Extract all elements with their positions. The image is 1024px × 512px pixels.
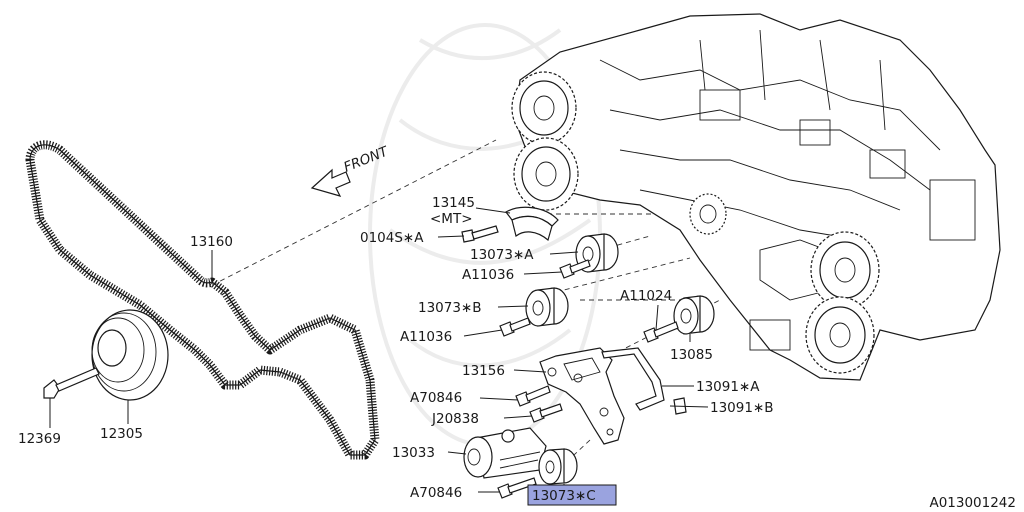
label-a11036-top[interactable]: A11036 <box>462 267 514 283</box>
label-13073-b[interactable]: 13073∗B <box>418 300 482 316</box>
label-0104s-a[interactable]: 0104S∗A <box>360 230 424 246</box>
label-13160[interactable]: 13160 <box>190 234 233 250</box>
label-13091-a[interactable]: 13091∗A <box>696 379 760 395</box>
label-j20838[interactable]: J20838 <box>431 411 479 427</box>
label-mt-note: <MT> <box>430 211 473 227</box>
label-13085[interactable]: 13085 <box>670 347 713 363</box>
idler-13073-b[interactable] <box>525 287 569 327</box>
bolt-a11036-top[interactable] <box>559 259 591 279</box>
cam-sprocket-lower <box>513 137 579 211</box>
label-13145[interactable]: 13145 <box>432 195 475 211</box>
label-13156[interactable]: 13156 <box>462 363 505 379</box>
belt-cover-13145[interactable] <box>505 206 559 242</box>
label-12369[interactable]: 12369 <box>18 431 61 447</box>
part-labels: 13145 <MT> 0104S∗A 13073∗A A11036 13073∗… <box>18 195 1016 511</box>
bolt-12369[interactable] <box>43 367 100 399</box>
label-a11036-bottom[interactable]: A11036 <box>400 329 452 345</box>
bolt-j20838[interactable] <box>529 403 563 423</box>
bolt-a70846-bottom[interactable] <box>497 477 537 499</box>
label-13091-b[interactable]: 13091∗B <box>710 400 774 416</box>
crank-sprocket <box>689 193 727 235</box>
label-a11024[interactable]: A11024 <box>620 288 672 304</box>
bolt-0104s-a[interactable] <box>461 225 499 243</box>
tensioner-rod-13091-a[interactable] <box>601 347 665 411</box>
diagram-id-code: A013001242 <box>929 495 1016 511</box>
label-a70846-mid[interactable]: A70846 <box>410 390 462 406</box>
selected-part-highlight <box>527 484 617 506</box>
label-13033[interactable]: 13033 <box>392 445 435 461</box>
cam-sprocket-right-lower <box>805 296 875 374</box>
engine-block <box>514 13 1001 381</box>
label-13073-a[interactable]: 13073∗A <box>470 247 534 263</box>
tensioner-bracket-13156[interactable] <box>539 347 625 445</box>
leader-lines <box>49 207 709 493</box>
bolt-a11036-bottom[interactable] <box>499 317 531 337</box>
crank-pulley-12305[interactable] <box>91 309 169 401</box>
bolt-a70846-mid[interactable] <box>515 385 551 407</box>
bolt-a11024[interactable] <box>643 321 679 343</box>
label-12305[interactable]: 12305 <box>100 426 143 442</box>
label-a70846-bottom[interactable]: A70846 <box>410 485 462 501</box>
label-13073-c[interactable]: 13073∗C <box>532 488 596 504</box>
idler-13073-c[interactable] <box>538 448 578 485</box>
front-direction-arrow: FRONT <box>310 143 392 197</box>
front-label: FRONT <box>342 143 392 176</box>
auto-tensioner-13033[interactable] <box>463 427 547 479</box>
idler-13085[interactable] <box>673 295 715 335</box>
cam-sprocket-right-upper <box>810 231 880 309</box>
cam-sprocket-upper <box>511 71 577 145</box>
timing-belt-13160[interactable] <box>25 140 380 460</box>
